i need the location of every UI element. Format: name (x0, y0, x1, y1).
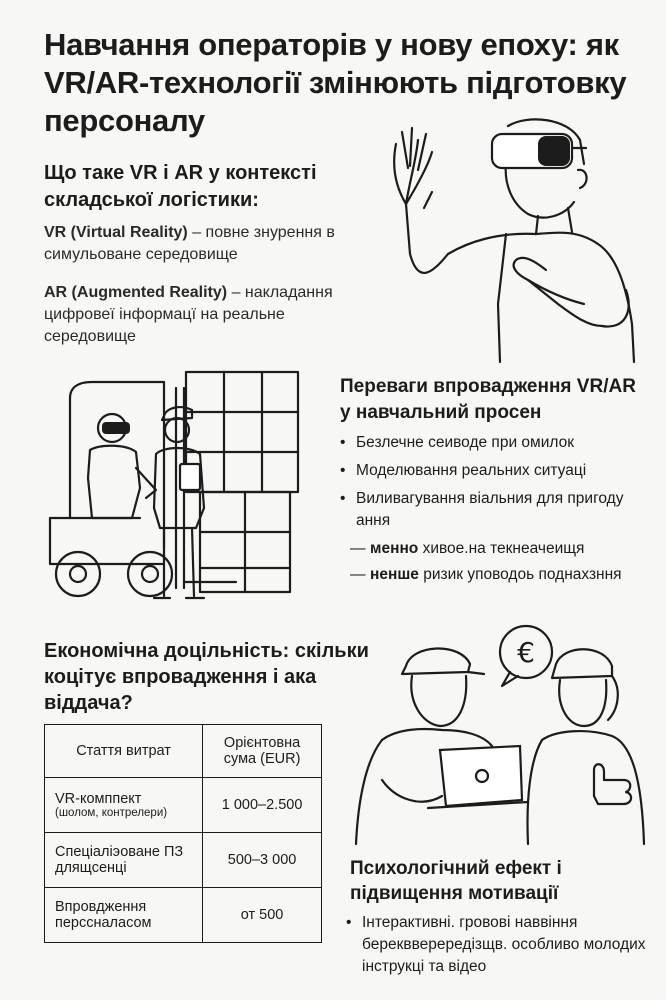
table-header-sum: Орієнтовна сума (EUR) (202, 724, 322, 778)
table-cell-item: Впровдження перссналасом (43, 887, 204, 943)
ar-definition: AR (Augmented Reality) – накладання цифр… (44, 282, 374, 348)
item-name: VR-комппект (55, 791, 142, 807)
vr-term: VR (Virtual Reality) (44, 224, 188, 241)
table-cell-sum: от 500 (202, 887, 322, 943)
subitem-text: ризик уповодоь поднахзння (418, 566, 622, 583)
vr-description: – повне знурення в симульоване середовищ… (44, 224, 335, 263)
item-note: (шолом, контрелери) (55, 807, 168, 819)
list-item: Інтерактивні. гровові наввіння берекввер… (346, 912, 646, 978)
list-item: Безлечне сеиводе при омилок (340, 432, 640, 454)
vr-headset-man-illustration (393, 118, 636, 364)
euro-icon: € (517, 636, 535, 669)
table-header-row: Стаття витрат Орієнтовна сума (EUR) (43, 724, 322, 778)
page-title: Навчання операторів у нову епоху: як VR/… (44, 27, 627, 138)
table-header-item: Стаття витрат (43, 724, 204, 778)
section4-heading: Психологічний ефект і підвищення мотивац… (350, 858, 562, 904)
forklift-workers-illustration (48, 370, 300, 600)
ar-term: AR (Augmented Reality) (44, 284, 228, 301)
subitem-text: хивое.на текнеачеищя (418, 540, 585, 557)
subitem-bold: менно (370, 540, 419, 557)
ar-description: – накладання цифровеї інформацї на реаль… (44, 284, 333, 345)
table-cell-item: VR-комппект (шолом, контрелери) (43, 777, 204, 833)
list-subitem: менно хивое.на текнеачеищя (340, 538, 640, 560)
vr-definition: VR (Virtual Reality) – повне знурення в … (44, 222, 364, 266)
cost-table: Стаття витрат Орієнтовна сума (EUR) VR-к… (43, 724, 322, 943)
motivation-list: Інтерактивні. гровові наввіння берекввер… (346, 912, 646, 984)
section3-heading: Економічна доцільність: скільки коцітує … (44, 640, 369, 714)
section1-heading: Що таке VR і AR у контексті складської л… (44, 162, 317, 211)
table-cell-sum: 500–3 000 (202, 832, 322, 888)
section2-heading: Переваги впровадження VR/AR у навчальний… (340, 376, 636, 423)
table-cell-sum: 1 000–2.500 (202, 777, 322, 833)
table-cell-item: Спеціаліэоване ПЗ длящсенці (43, 832, 204, 888)
list-item: Моделювання реальних ситуаці (340, 460, 640, 482)
workers-laptop-illustration: € (354, 624, 646, 846)
table-row: Спеціаліэоване ПЗ длящсенці 500–3 000 (43, 832, 322, 888)
table-row: Впровдження перссналасом от 500 (43, 887, 322, 943)
table-row: VR-комппект (шолом, контрелери) 1 000–2.… (43, 777, 322, 833)
advantages-list: Безлечне сеиводе при омилок Моделювання … (340, 432, 640, 590)
subitem-bold: ненше (370, 566, 419, 583)
list-item: Виливагування віальния для пригоду ання (340, 488, 640, 532)
list-subitem: ненше ризик уповодоь поднахзння (340, 564, 640, 586)
